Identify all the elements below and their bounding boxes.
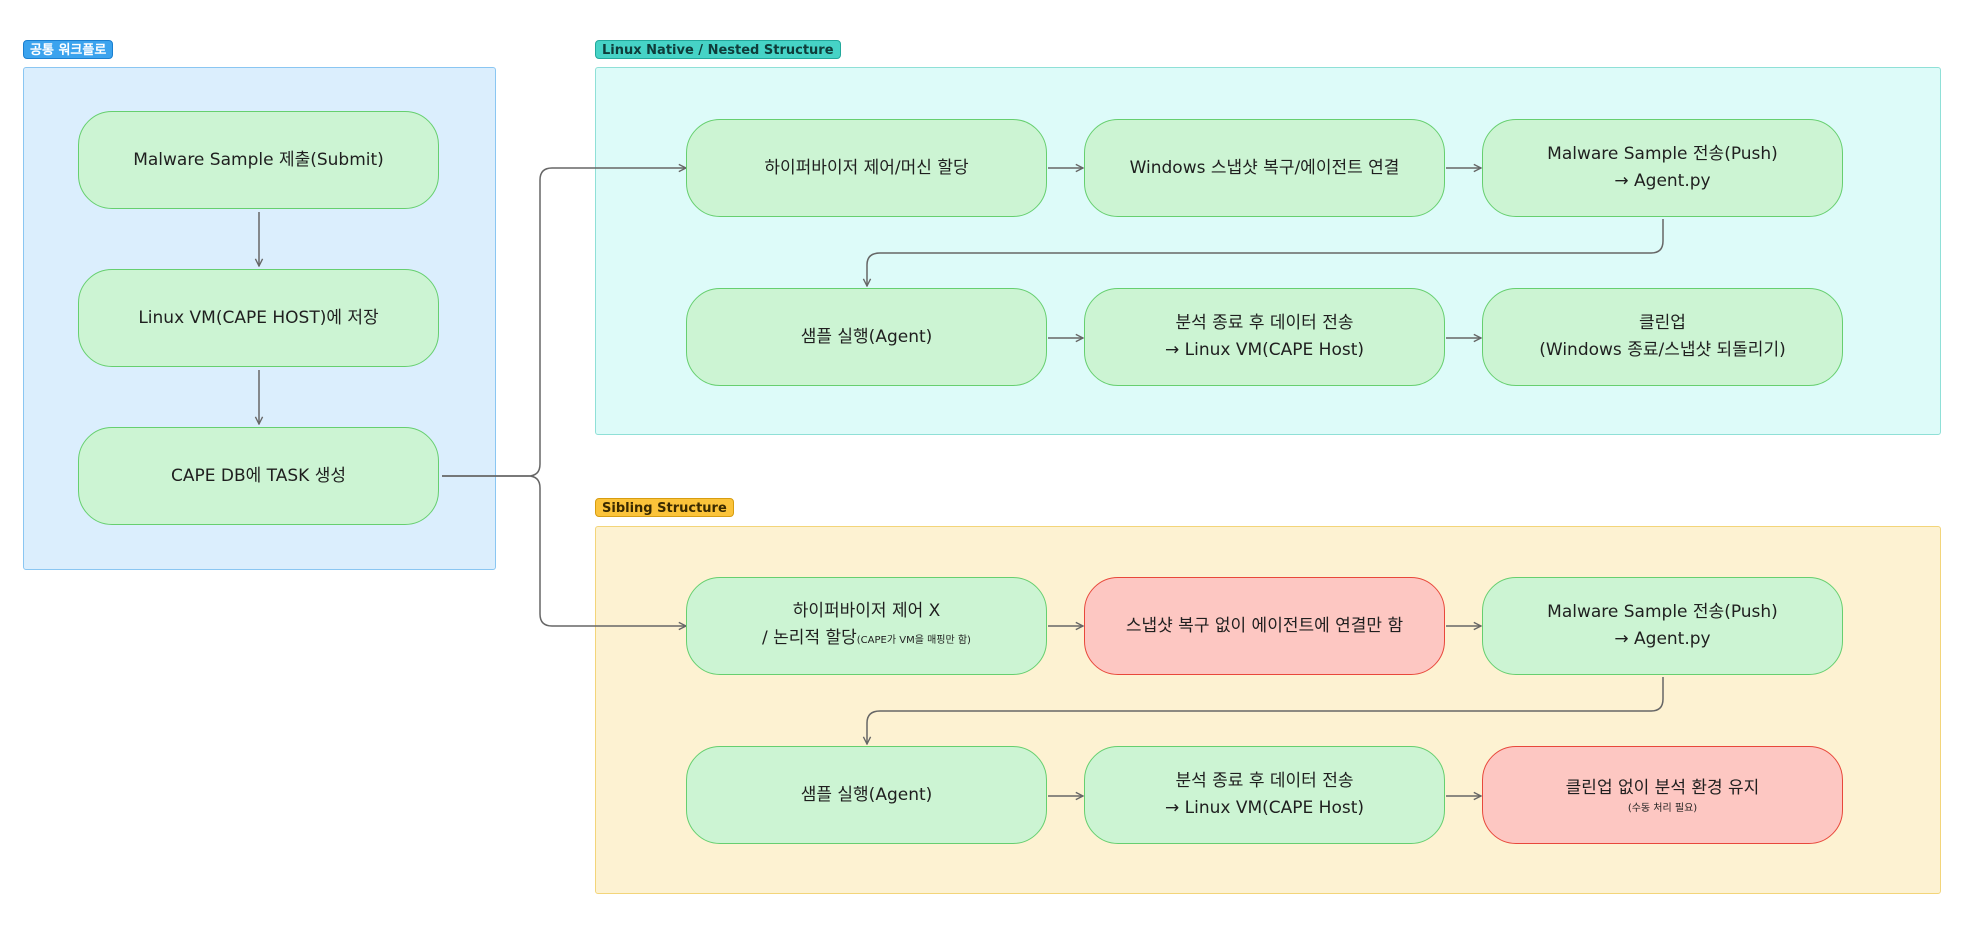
linux-node-send-data: 분석 종료 후 데이터 전송 → Linux VM(CAPE Host) — [1084, 288, 1445, 386]
sibling-node-snapshot-warning: 스냅샷 복구 없이 에이전트에 연결만 함 — [1084, 577, 1445, 675]
node-submit-sample: Malware Sample 제출(Submit) — [78, 111, 439, 209]
node-submit-sample-label: Malware Sample 제출(Submit) — [133, 149, 384, 170]
sibling-node-hypervisor-label: 하이퍼바이저 제어 X — [792, 601, 941, 621]
common-workflow-tag: 공통 워크플로 — [23, 40, 114, 59]
sibling-node-send-target: → Linux VM(CAPE Host) — [1164, 798, 1365, 818]
linux-node-send-label: 분석 종료 후 데이터 전송 — [1175, 313, 1354, 333]
node-create-task: CAPE DB에 TASK 생성 — [78, 427, 439, 525]
linux-node-snapshot: Windows 스냅샷 복구/에이전트 연결 — [1084, 119, 1445, 217]
sibling-node-snapshot-label: 스냅샷 복구 없이 에이전트에 연결만 함 — [1125, 615, 1404, 636]
sibling-node-push-label: Malware Sample 전송(Push) — [1547, 602, 1778, 622]
linux-node-send-target: → Linux VM(CAPE Host) — [1164, 340, 1365, 360]
linux-node-cleanup-detail: (Windows 종료/스냅샷 되돌리기) — [1539, 340, 1786, 360]
sibling-node-cleanup-warning: 클린업 없이 분석 환경 유지 (수동 처리 필요) — [1482, 746, 1843, 844]
sibling-node-push-target: → Agent.py — [1614, 629, 1711, 649]
sibling-node-send-label: 분석 종료 후 데이터 전송 — [1175, 771, 1354, 791]
sibling-node-hypervisor-note: (CAPE가 VM을 매핑만 함) — [856, 635, 971, 646]
linux-node-execute-label: 샘플 실행(Agent) — [800, 326, 933, 347]
linux-node-push-label: Malware Sample 전송(Push) — [1547, 144, 1778, 164]
linux-node-hypervisor-label: 하이퍼바이저 제어/머신 할당 — [764, 157, 969, 178]
sibling-node-cleanup-label: 클린업 없이 분석 환경 유지 — [1565, 777, 1760, 798]
node-store-in-linux-vm: Linux VM(CAPE HOST)에 저장 — [78, 269, 439, 367]
sibling-node-execute: 샘플 실행(Agent) — [686, 746, 1047, 844]
sibling-structure-tag: Sibling Structure — [595, 498, 734, 517]
linux-node-hypervisor: 하이퍼바이저 제어/머신 할당 — [686, 119, 1047, 217]
linux-node-cleanup-label: 클린업 — [1639, 313, 1686, 333]
node-store-label: Linux VM(CAPE HOST)에 저장 — [138, 307, 379, 328]
linux-node-snapshot-label: Windows 스냅샷 복구/에이전트 연결 — [1129, 157, 1400, 178]
sibling-node-execute-label: 샘플 실행(Agent) — [800, 784, 933, 805]
linux-node-push-target: → Agent.py — [1614, 171, 1711, 191]
linux-node-push: Malware Sample 전송(Push) → Agent.py — [1482, 119, 1843, 217]
linux-node-execute: 샘플 실행(Agent) — [686, 288, 1047, 386]
node-create-task-label: CAPE DB에 TASK 생성 — [170, 465, 346, 486]
sibling-node-push: Malware Sample 전송(Push) → Agent.py — [1482, 577, 1843, 675]
sibling-node-send-data: 분석 종료 후 데이터 전송 → Linux VM(CAPE Host) — [1084, 746, 1445, 844]
sibling-node-cleanup-note: (수동 처리 필요) — [1627, 802, 1698, 814]
linux-node-cleanup: 클린업 (Windows 종료/스냅샷 되돌리기) — [1482, 288, 1843, 386]
sibling-node-hypervisor-detail: / 논리적 할당 — [762, 628, 857, 648]
sibling-node-hypervisor: 하이퍼바이저 제어 X / 논리적 할당(CAPE가 VM을 매핑만 함) — [686, 577, 1047, 675]
linux-native-tag: Linux Native / Nested Structure — [595, 40, 841, 59]
